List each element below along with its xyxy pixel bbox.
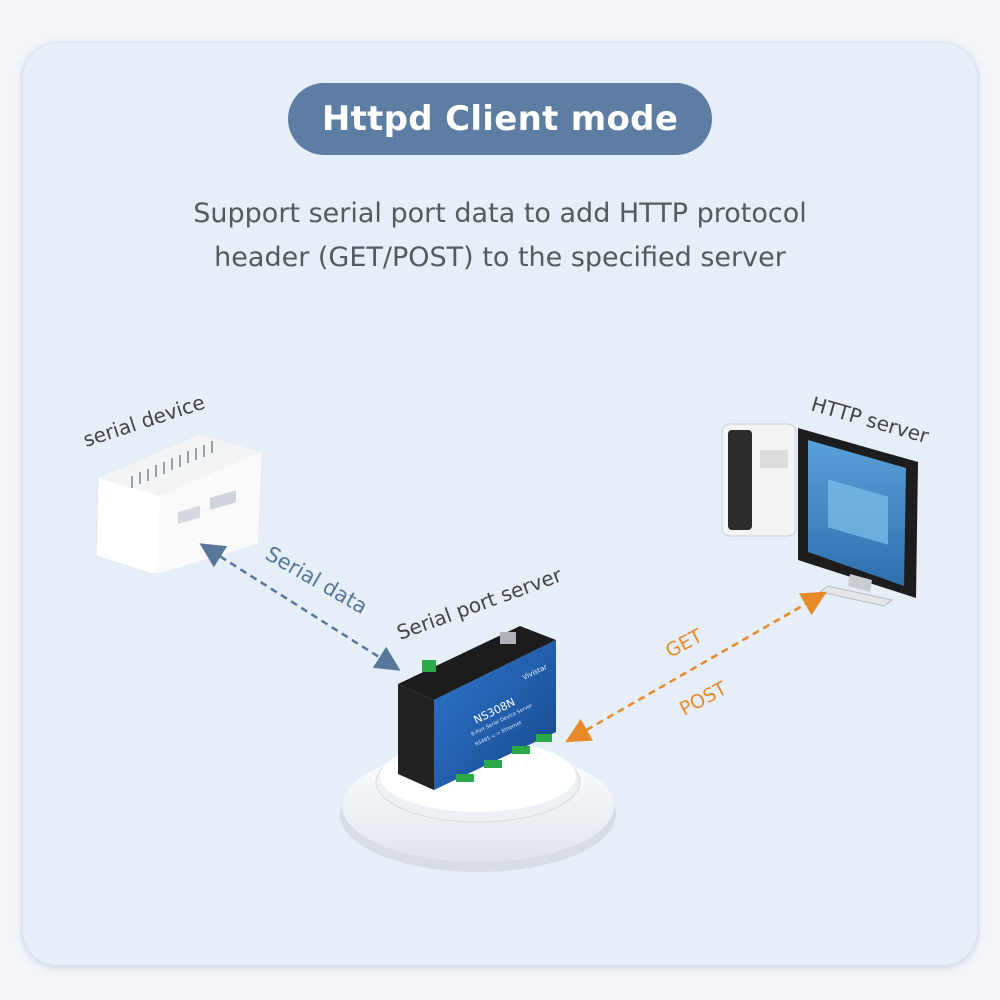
serial-port-server-label: Serial port server (394, 563, 566, 645)
http-request-arrow (565, 591, 827, 743)
page-title: Httpd Client mode (288, 83, 712, 155)
subtitle-line-1: Support serial port data to add HTTP pro… (193, 198, 807, 229)
serial-port-server-icon: NS308N Vivistar 8-Port Serial Device Ser… (398, 626, 556, 790)
http-server-icon (721, 423, 918, 607)
serial-data-label: Serial data (262, 542, 372, 619)
http-post-label: POST (676, 677, 731, 720)
page-subtitle: Support serial port data to add HTTP pro… (100, 192, 900, 280)
subtitle-line-2: header (GET/POST) to the specified serve… (214, 242, 786, 273)
http-get-label: GET (662, 625, 707, 663)
serial-device-icon (95, 433, 263, 575)
